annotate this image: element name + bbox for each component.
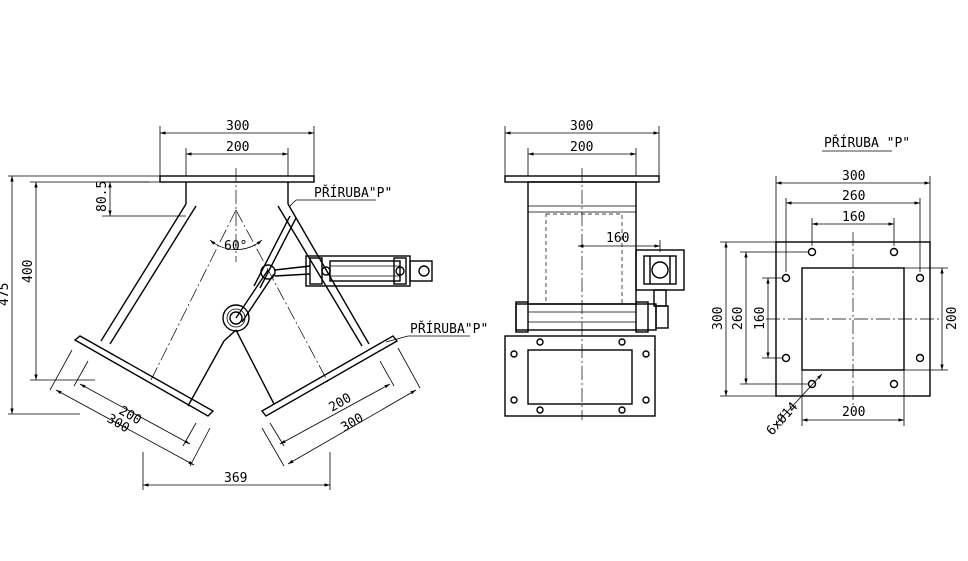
dim-line-right-outer <box>287 389 417 465</box>
dim-top-outer: 300 <box>226 119 249 134</box>
flange-dim-width-bolts: 260 <box>842 189 865 204</box>
centerline-right-branch <box>235 209 329 383</box>
flange-dim-height-bolts: 260 <box>731 307 746 330</box>
side-dim-depth: 160 <box>606 231 629 246</box>
side-shaft-housing <box>515 303 657 331</box>
front-view: 60° 300 <box>0 119 488 490</box>
flange-label-right: PŘÍRUBA"P" <box>410 321 488 337</box>
pneumatic-cylinder <box>305 255 433 287</box>
dim-top-inner: 200 <box>226 140 249 155</box>
side-bottom-flange <box>504 335 656 417</box>
dim-right-inner: 200 <box>327 391 355 416</box>
holes-leader <box>775 373 823 425</box>
angle-arc <box>209 239 263 250</box>
flange-dim-opening-width: 200 <box>842 405 865 420</box>
flange-dim-height-outer: 300 <box>711 307 726 330</box>
dim-right-outer: 300 <box>339 411 367 436</box>
flange-dim-width-outer: 300 <box>842 169 865 184</box>
side-actuator <box>635 249 685 307</box>
dim-flange-height: 80.5 <box>95 181 110 212</box>
dim-line-left-outer <box>55 389 195 466</box>
flange-title: PŘÍRUBA "P" <box>824 135 910 151</box>
top-flange <box>159 175 315 183</box>
dim-height-full: 475 <box>0 283 12 306</box>
dim-height-flange: 400 <box>21 260 36 283</box>
right-outlet-flange <box>260 335 399 417</box>
dim-bottom-spacing: 369 <box>224 471 247 486</box>
flange-dim-width-mid: 160 <box>842 210 865 225</box>
side-dim-top-inner: 200 <box>570 140 593 155</box>
flange-dim-height-mid: 160 <box>753 307 768 330</box>
flange-label-top: PŘÍRUBA"P" <box>314 185 392 201</box>
flange-view: PŘÍRUBA "P" 300 260 160 <box>711 135 960 439</box>
bolt-holes <box>781 247 925 389</box>
left-outlet-flange <box>73 335 215 417</box>
flange-dim-opening-height: 200 <box>945 307 960 330</box>
flange-holes-label: 6xØ14 <box>764 399 801 438</box>
centerline-left-branch <box>149 209 237 383</box>
angle-label: 60° <box>224 239 247 254</box>
side-view: 300 200 160 <box>504 119 685 420</box>
side-dim-top-outer: 300 <box>570 119 593 134</box>
pivot-assembly <box>222 215 311 332</box>
